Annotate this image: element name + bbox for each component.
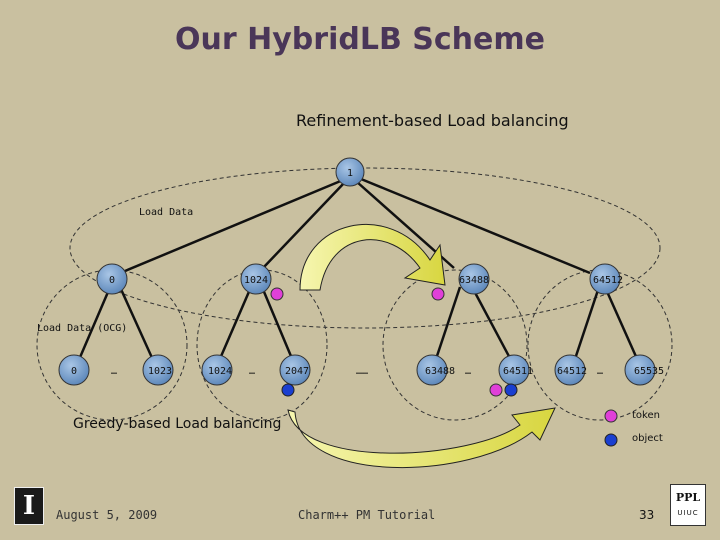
footer-tutorial: Charm++ PM Tutorial <box>298 508 436 522</box>
legend-token-label: token <box>632 410 660 421</box>
level2-node-label: 64511 <box>503 366 533 377</box>
level2-node <box>416 354 448 386</box>
footer-date: August 5, 2009 <box>56 508 158 522</box>
refinement-arrow <box>299 224 446 291</box>
level2-ellipsis: … <box>465 366 471 377</box>
ppl-logo-text: PPL <box>675 491 701 504</box>
level1-node-0 <box>96 263 128 295</box>
level2-node-label: 0 <box>71 366 77 377</box>
page-number: 33 <box>639 508 655 522</box>
level1-node-63488 <box>458 263 490 295</box>
level2-node <box>624 354 656 386</box>
level2-ellipsis: … <box>249 366 255 377</box>
slide-title: Our HybridLB Scheme <box>175 22 545 57</box>
load-data-ocg-label: Load Data (OCG) <box>37 323 128 334</box>
legend-object-icon <box>604 433 618 447</box>
object-marker <box>281 383 295 397</box>
refinement-label: Refinement-based Load balancing <box>296 111 569 130</box>
level2-node <box>554 354 586 386</box>
university-logo: I <box>14 487 44 525</box>
level2-node <box>58 354 90 386</box>
level1-node-label: 63488 <box>459 275 489 286</box>
legend-object-label: object <box>632 433 663 444</box>
level1-node-64512 <box>589 263 621 295</box>
object-marker <box>504 383 518 397</box>
load-data-label: Load Data <box>139 207 194 218</box>
level1-node-1024 <box>240 263 272 295</box>
level1-node-label: 64512 <box>593 275 623 286</box>
level2-ellipsis: …… <box>356 366 368 377</box>
top-group-ellipse <box>69 167 661 329</box>
token-marker <box>431 287 445 301</box>
ppl-logo: PPL UIUC <box>670 484 706 526</box>
greedy-label: Greedy-based Load balancing <box>73 416 282 432</box>
level2-node <box>201 354 233 386</box>
level2-node-label: 63488 <box>425 366 455 377</box>
legend-token-icon <box>604 409 618 423</box>
level2-node-label: 1024 <box>208 366 232 377</box>
uiuc-logo-text: UIUC <box>677 509 699 517</box>
group-ellipse-63488 <box>382 269 528 421</box>
greedy-arrow <box>287 407 556 468</box>
token-marker <box>270 287 284 301</box>
university-logo-letter: I <box>22 491 36 521</box>
edges-level2 <box>76 284 640 363</box>
token-marker <box>489 383 503 397</box>
level2-node <box>279 354 311 386</box>
level2-node-label: 1023 <box>148 366 172 377</box>
level2-node-label: 64512 <box>557 366 587 377</box>
level2-ellipsis: … <box>111 366 117 377</box>
level2-node-label: 65535 <box>634 366 664 377</box>
level2-node-label: 2047 <box>285 366 309 377</box>
level1-node-label: 0 <box>109 275 115 286</box>
root-node-label: 1 <box>347 168 353 179</box>
level2-ellipsis: … <box>597 366 603 377</box>
level2-node <box>142 354 174 386</box>
level1-node-label: 1024 <box>244 275 268 286</box>
root-node <box>335 157 365 187</box>
